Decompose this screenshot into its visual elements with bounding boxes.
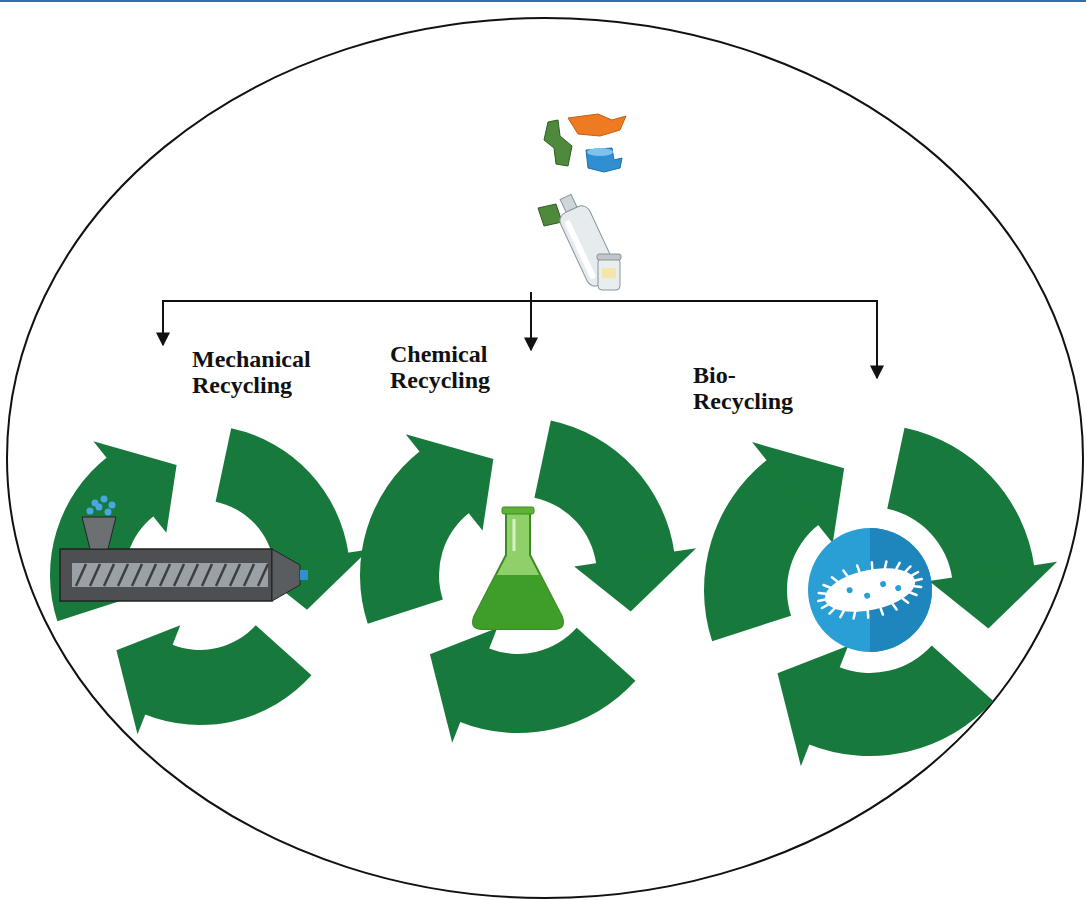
- recycling-method: Chemical Recycling: [354, 341, 696, 753]
- recycle-symbol: [687, 362, 1056, 776]
- recycle-symbol-group: [704, 428, 1057, 767]
- flask-icon: [473, 507, 563, 629]
- recycle-arrow-band: [216, 428, 349, 564]
- recycling-method: Mechanical Recycling: [44, 346, 370, 745]
- recycle-arrow-head: [929, 562, 1057, 629]
- microbe-icon: [808, 528, 932, 652]
- recycle-symbol: [44, 346, 370, 745]
- recycle-symbol-group: [360, 420, 696, 742]
- plastic-waste-icon: [538, 114, 626, 290]
- recycle-symbol: [354, 341, 696, 753]
- recycle-arrow-head: [430, 628, 497, 743]
- top-rule: [0, 0, 1086, 2]
- recycle-arrow-head: [574, 548, 696, 611]
- method-label: Mechanical Recycling: [192, 346, 362, 399]
- recycle-arrow-head: [406, 434, 494, 530]
- recycle-arrow-head: [752, 442, 844, 543]
- recycling-method: Bio-Recycling: [687, 362, 1056, 776]
- recycle-arrow-head: [116, 625, 180, 734]
- extruder-icon: [60, 496, 308, 602]
- border-ellipse: [7, 18, 1083, 898]
- recycle-symbol-group: [50, 428, 369, 734]
- recycle-arrow-band: [534, 420, 674, 564]
- method-label: Bio-Recycling: [693, 362, 825, 415]
- method-label: Chemical Recycling: [390, 341, 528, 394]
- recycle-arrow-head: [777, 646, 848, 767]
